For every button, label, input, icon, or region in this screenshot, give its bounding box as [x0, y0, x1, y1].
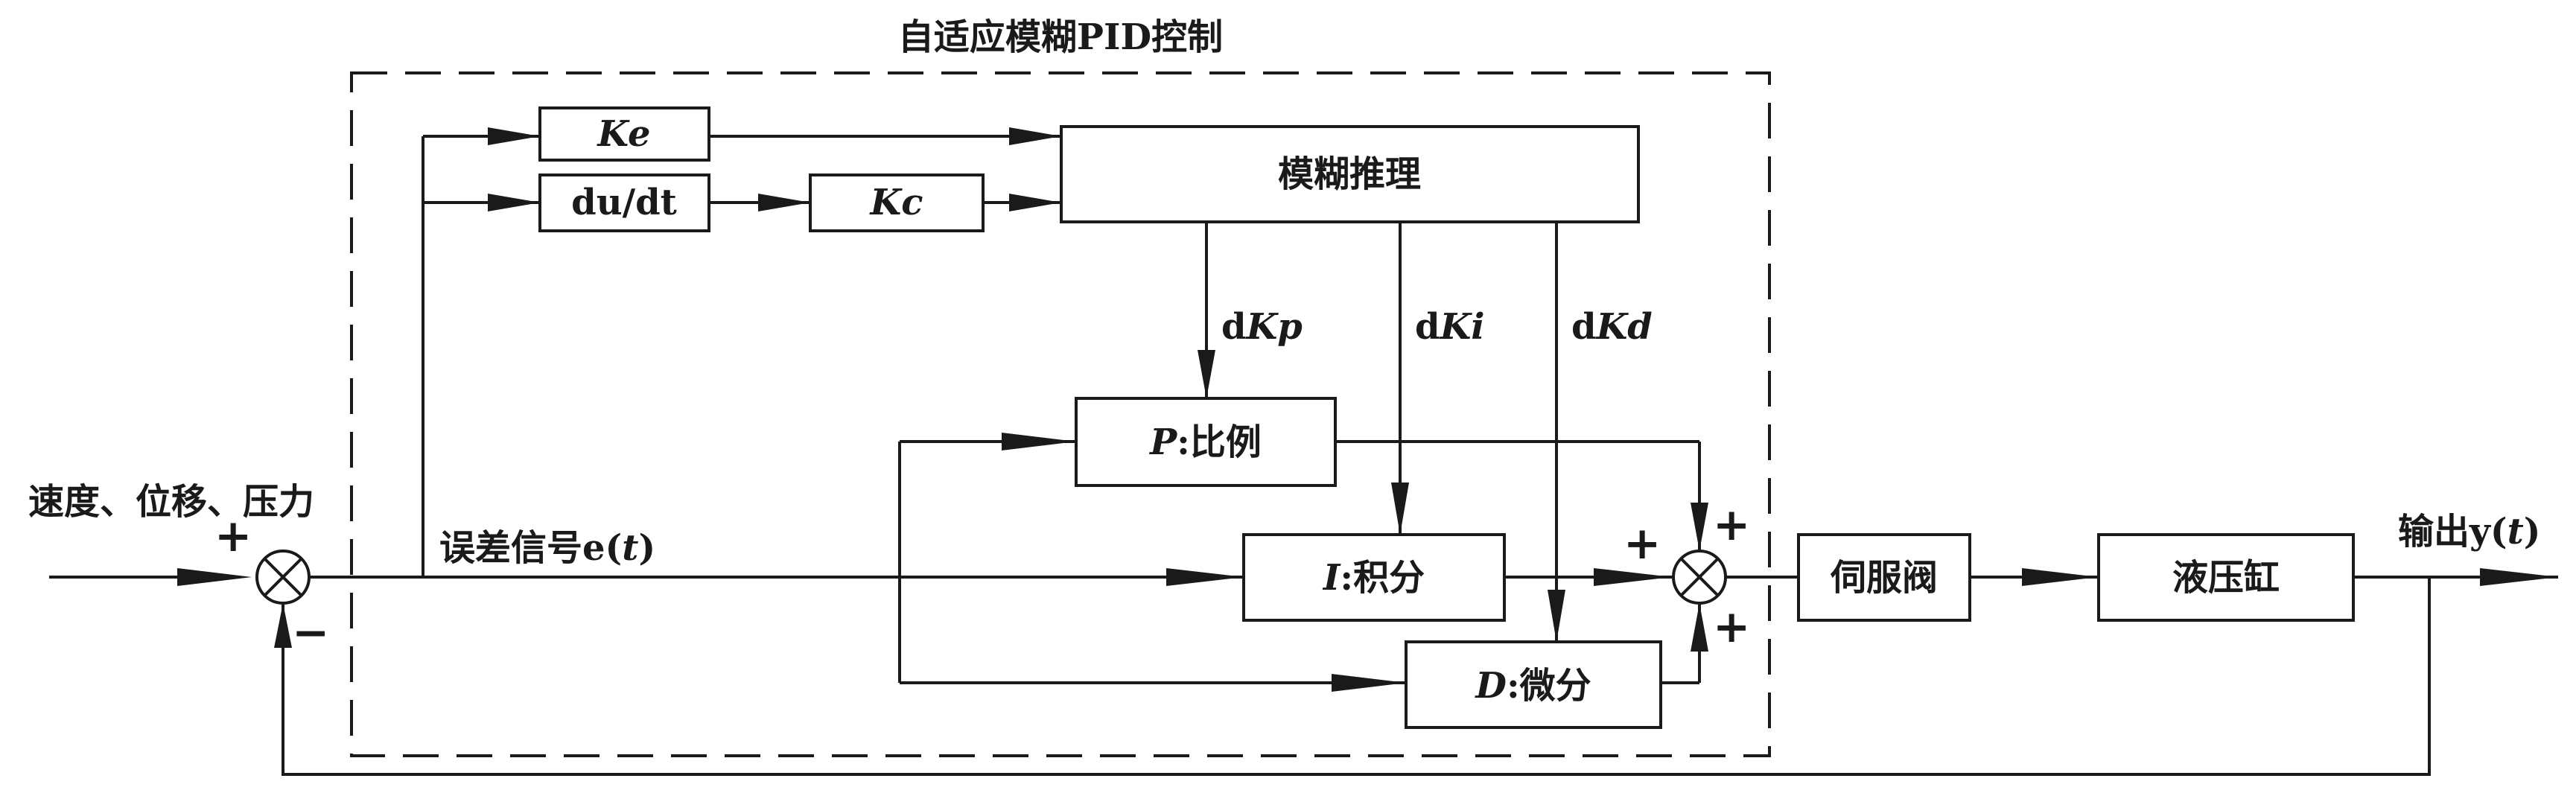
summing-junction-pid	[1672, 550, 1727, 605]
dkp-arrowhead	[1198, 350, 1215, 398]
d-block-label: D:微分	[1474, 665, 1591, 707]
output-arrowhead	[2480, 568, 2558, 586]
fuzzy-kc-arrowhead	[1009, 194, 1061, 211]
dki-arrowhead	[1391, 483, 1409, 535]
ke-arrowhead	[488, 127, 540, 145]
controller-boundary	[350, 71, 1771, 757]
input-arrowhead	[177, 568, 252, 586]
input-label: 速度、位移、压力	[28, 481, 314, 523]
dudt-arrowhead	[488, 194, 540, 211]
p-block-label: P:比例	[1148, 421, 1262, 463]
dudt-block-label: du/dt	[571, 182, 677, 223]
p-block	[1075, 397, 1337, 487]
d-block	[1405, 640, 1662, 729]
d-arrowhead	[1332, 674, 1406, 692]
sum1-minus-sign: −	[292, 607, 329, 659]
sum1-plus-sign: +	[214, 510, 252, 562]
i-block-arrowhead	[1166, 568, 1244, 586]
sum2-plus-bottom: +	[1713, 601, 1750, 653]
dkp-label: dKp	[1221, 306, 1303, 348]
sum2-plus-top: +	[1713, 499, 1750, 551]
fuzzy-reasoning-label: 模糊推理	[1278, 153, 1421, 195]
hydraulic-cylinder-block	[2097, 533, 2355, 622]
summing-junction-error	[255, 550, 311, 605]
controller-title: 自适应模糊PID控制	[898, 16, 1223, 58]
error-signal-label: 误差信号e(t)	[439, 527, 655, 569]
p-arrowhead	[1002, 433, 1076, 450]
dkd-arrowhead	[1548, 590, 1565, 642]
output-label: 输出y(t)	[2398, 511, 2541, 552]
servo-valve-label: 伺服阀	[1830, 557, 1938, 599]
sum-i-arrowhead	[1594, 568, 1672, 586]
dki-label: dKi	[1415, 306, 1485, 348]
feedback-line	[282, 577, 2431, 776]
i-block-label: I:积分	[1322, 557, 1425, 599]
hydraulic-cylinder-label: 液压缸	[2172, 557, 2280, 599]
servo-valve-block	[1797, 533, 1971, 622]
fuzzy-reasoning-block	[1060, 125, 1640, 223]
ke-block-label: Ke	[596, 113, 650, 155]
dkd-label: dKd	[1571, 306, 1653, 348]
kc-arrowhead	[758, 194, 810, 211]
sum-d-arrowhead	[1691, 603, 1708, 652]
ke-block	[538, 106, 710, 162]
cylinder-arrowhead	[2022, 568, 2099, 586]
kc-block-label: Kc	[869, 182, 923, 223]
sum2-plus-left: +	[1623, 517, 1661, 570]
dudt-block	[538, 173, 710, 232]
sum-p-arrowhead	[1691, 503, 1708, 551]
fuzzy-ke-arrowhead	[1009, 127, 1061, 145]
feedback-arrowhead	[274, 603, 292, 648]
